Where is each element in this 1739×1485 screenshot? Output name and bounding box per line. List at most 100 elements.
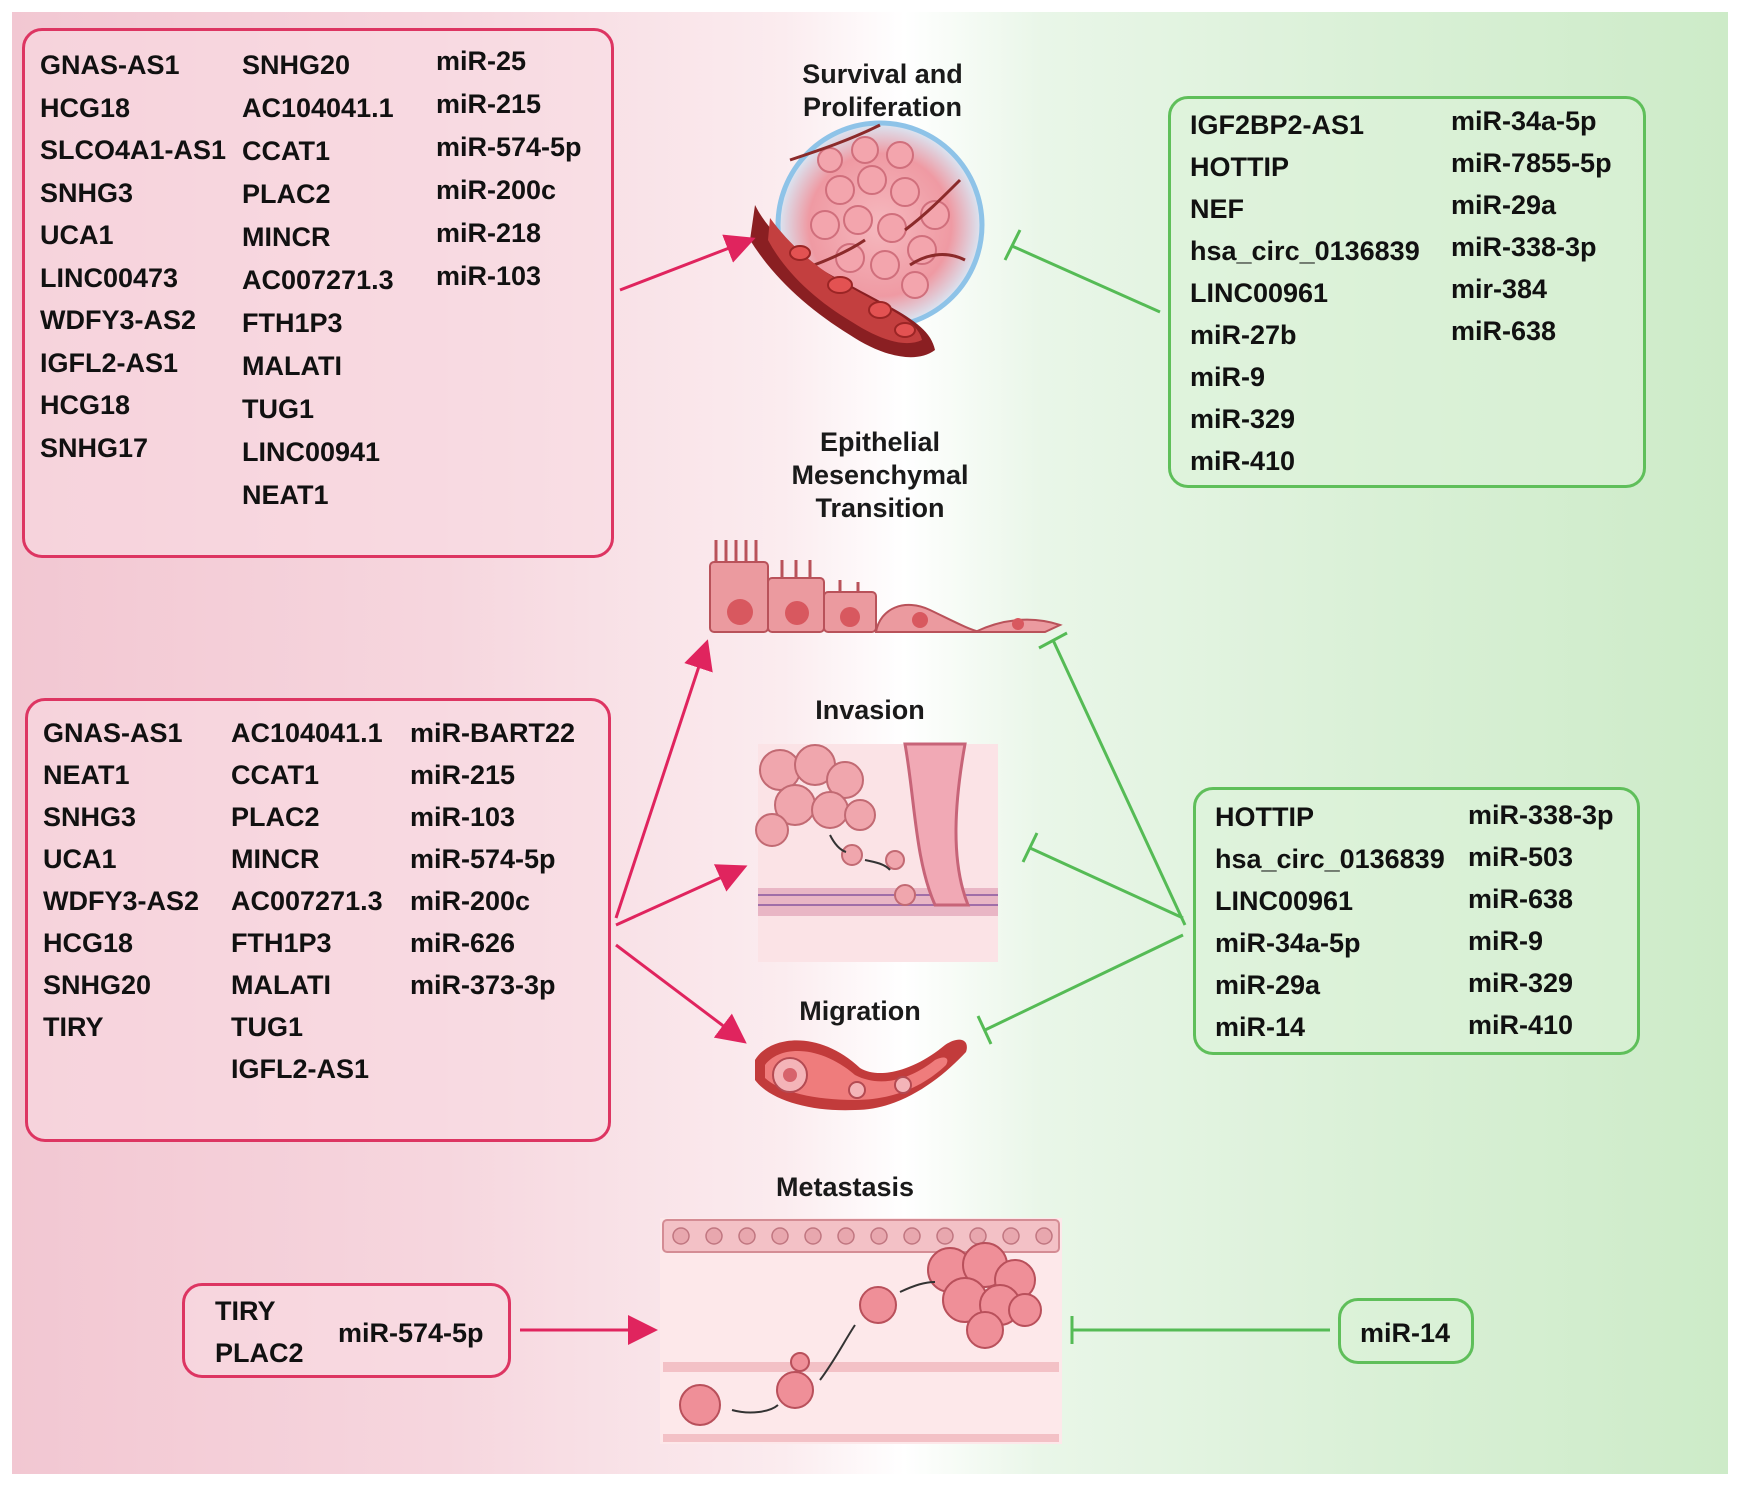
gene-label: TUG1	[242, 394, 315, 424]
gene-label: miR-215	[436, 89, 542, 119]
gene-label: miR-BART22	[410, 718, 576, 748]
suppressors-emt-box	[1193, 787, 1640, 1055]
gene-label: NEAT1	[43, 760, 130, 790]
gene-label: WDFY3-AS2	[43, 886, 200, 916]
promoters-metastasis-box	[182, 1283, 511, 1378]
gene-label: miR-103	[410, 802, 516, 832]
suppressors-emt-col2: miR-338-3p miR-503 miR-638 miR-9 miR-329 miR-…	[1468, 794, 1614, 1046]
gene-label: miR-27b	[1190, 320, 1297, 350]
gene-label: miR-329	[1468, 968, 1574, 998]
label-emt: Epithelial Mesenchymal Transition	[791, 427, 969, 523]
gene-label: miR-29a	[1451, 190, 1557, 220]
gene-label: miR-34a-5p	[1215, 928, 1361, 958]
gene-label: CCAT1	[231, 760, 320, 790]
gene-label: mir-384	[1451, 274, 1548, 304]
promote-arrows	[520, 234, 756, 1345]
gene-label: miR-9	[1468, 926, 1544, 956]
gene-label: AC007271.3	[242, 265, 394, 295]
gene-label: FTH1P3	[231, 928, 332, 958]
gene-label: MALATI	[231, 970, 331, 1000]
gene-label: AC007271.3	[231, 886, 383, 916]
metastasis-illustration	[660, 1218, 1062, 1444]
gene-label: miR-338-3p	[1451, 232, 1597, 262]
gene-label: miR-29a	[1215, 970, 1321, 1000]
gene-label: miR-7855-5p	[1451, 148, 1612, 178]
gene-label: NEF	[1190, 194, 1244, 224]
gene-label: miR-14	[1215, 1012, 1306, 1042]
gene-label: MINCR	[231, 844, 320, 874]
gene-label: IGF2BP2-AS1	[1190, 110, 1365, 140]
gene-label: miR-574-5p	[410, 844, 556, 874]
emt-cells-illustration	[709, 540, 1063, 633]
gene-label: miR-503	[1468, 842, 1574, 872]
gene-label: TIRY	[43, 1012, 104, 1042]
gene-label: HOTTIP	[1190, 152, 1289, 182]
promoters-survival-box	[22, 28, 614, 558]
suppressors-metastasis-box	[1338, 1298, 1474, 1364]
gene-label: LINC00961	[1190, 278, 1329, 308]
tumor-vessel-illustration	[750, 120, 985, 358]
gene-label: GNAS-AS1	[40, 50, 180, 80]
promoters-emt-box	[25, 698, 611, 1142]
gene-label: PLAC2	[215, 1338, 304, 1368]
gene-label: miR-638	[1468, 884, 1574, 914]
gene-label: miR-215	[410, 760, 516, 790]
suppressors-survival-box	[1168, 96, 1646, 488]
gene-label: miR-14	[1360, 1318, 1451, 1348]
gene-label: SNHG3	[40, 177, 134, 208]
gene-label: miR-329	[1190, 404, 1296, 434]
gene-label: miR-410	[1190, 446, 1296, 476]
gene-label: miR-638	[1451, 316, 1557, 346]
promoters-emt-col3: miR-BART22 miR-215 miR-103 miR-574-5p miR-20…	[410, 712, 575, 1006]
gene-label: WDFY3-AS2	[40, 305, 197, 335]
gene-label: miR-200c	[436, 175, 557, 205]
gene-label: LINC00961	[1215, 886, 1354, 916]
gene-label: UCA1	[40, 220, 114, 250]
gene-label: miR-410	[1468, 1010, 1574, 1040]
gene-label: TIRY	[215, 1296, 276, 1326]
migration-illustration	[755, 1039, 967, 1111]
gene-label: HCG18	[43, 928, 134, 958]
gene-label: PLAC2	[242, 179, 331, 209]
gene-label: miR-200c	[410, 886, 531, 916]
gene-label: miR-218	[436, 218, 542, 248]
gene-label: NEAT1	[242, 480, 329, 510]
gene-label: SNHG3	[43, 802, 137, 832]
gene-label: SLCO4A1-AS1	[40, 135, 227, 165]
gene-label: SNHG20	[242, 50, 351, 80]
gene-label: FTH1P3	[242, 308, 343, 338]
gene-label: AC104041.1	[231, 718, 383, 748]
gene-label: PLAC2	[231, 802, 320, 832]
gene-label: HOTTIP	[1215, 802, 1314, 832]
gene-label: miR-574-5p	[338, 1318, 484, 1348]
gene-label: miR-373-3p	[410, 970, 556, 1000]
gene-label: miR-25	[436, 46, 527, 76]
gene-label: miR-338-3p	[1468, 800, 1614, 830]
label-survival-proliferation: Survival and Proliferation	[802, 59, 963, 122]
gene-label: CCAT1	[242, 136, 331, 166]
gene-label: HCG18	[40, 92, 131, 123]
gene-label: hsa_circ_0136839	[1190, 236, 1420, 266]
gene-label: LINC00473	[40, 262, 179, 293]
inhibit-arrows	[976, 229, 1330, 1344]
gene-label: SNHG20	[43, 970, 152, 1000]
gene-label: miR-626	[410, 928, 516, 958]
gene-label: HCG18	[40, 390, 131, 420]
promoters-metastasis-col2: miR-574-5p	[338, 1312, 484, 1354]
invasion-illustration	[755, 742, 998, 962]
gene-label: GNAS-AS1	[43, 718, 183, 748]
gene-label: UCA1	[43, 844, 117, 874]
suppressors-metastasis-col1: miR-14	[1360, 1312, 1450, 1354]
gene-label: AC104041.1	[242, 93, 394, 123]
label-migration: Migration	[799, 996, 921, 1026]
gene-label: MALATI	[242, 351, 342, 381]
